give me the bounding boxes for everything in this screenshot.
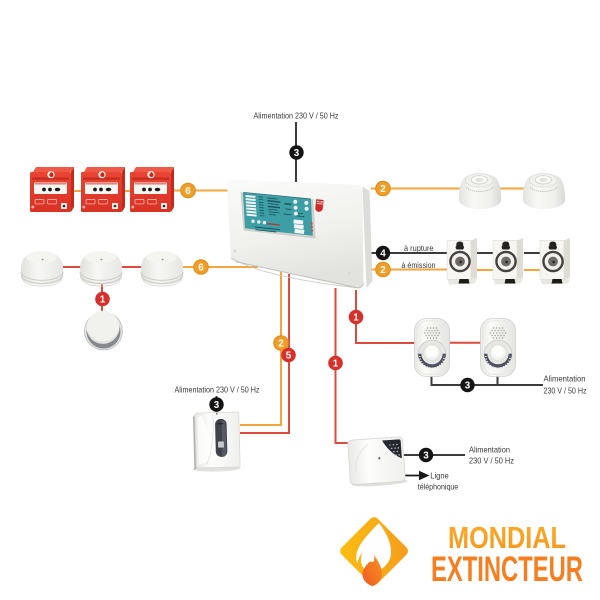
svg-text:Alimentation 230 V / 50 Hz: Alimentation 230 V / 50 Hz bbox=[254, 112, 339, 121]
svg-text:3: 3 bbox=[465, 381, 471, 392]
svg-text:3: 3 bbox=[214, 400, 220, 411]
svg-text:Alimentation: Alimentation bbox=[544, 375, 586, 384]
svg-text:6: 6 bbox=[198, 263, 204, 274]
svg-text:1: 1 bbox=[353, 313, 359, 324]
svg-text:230 V / 50 Hz: 230 V / 50 Hz bbox=[469, 457, 514, 466]
svg-text:à émission: à émission bbox=[402, 261, 436, 270]
svg-text:2: 2 bbox=[278, 339, 284, 350]
svg-text:230 V / 50 Hz: 230 V / 50 Hz bbox=[544, 387, 587, 396]
svg-text:EXTINCTEUR: EXTINCTEUR bbox=[431, 549, 583, 589]
svg-text:6: 6 bbox=[185, 186, 191, 197]
svg-text:2: 2 bbox=[380, 265, 386, 276]
svg-text:1: 1 bbox=[100, 295, 106, 306]
svg-text:Ligne: Ligne bbox=[430, 472, 449, 481]
svg-text:2: 2 bbox=[380, 184, 386, 195]
svg-text:MONDIAL: MONDIAL bbox=[448, 520, 566, 555]
svg-text:à rupture: à rupture bbox=[404, 244, 434, 253]
svg-text:téléphonique: téléphonique bbox=[418, 483, 459, 492]
svg-text:4: 4 bbox=[380, 249, 386, 260]
svg-text:1: 1 bbox=[333, 359, 339, 370]
svg-text:5: 5 bbox=[286, 351, 292, 362]
svg-text:Alimentation 230 V / 50 Hz: Alimentation 230 V / 50 Hz bbox=[175, 386, 260, 395]
svg-text:3: 3 bbox=[423, 451, 429, 462]
svg-text:3: 3 bbox=[294, 148, 300, 159]
svg-text:Alimentation: Alimentation bbox=[469, 446, 510, 455]
